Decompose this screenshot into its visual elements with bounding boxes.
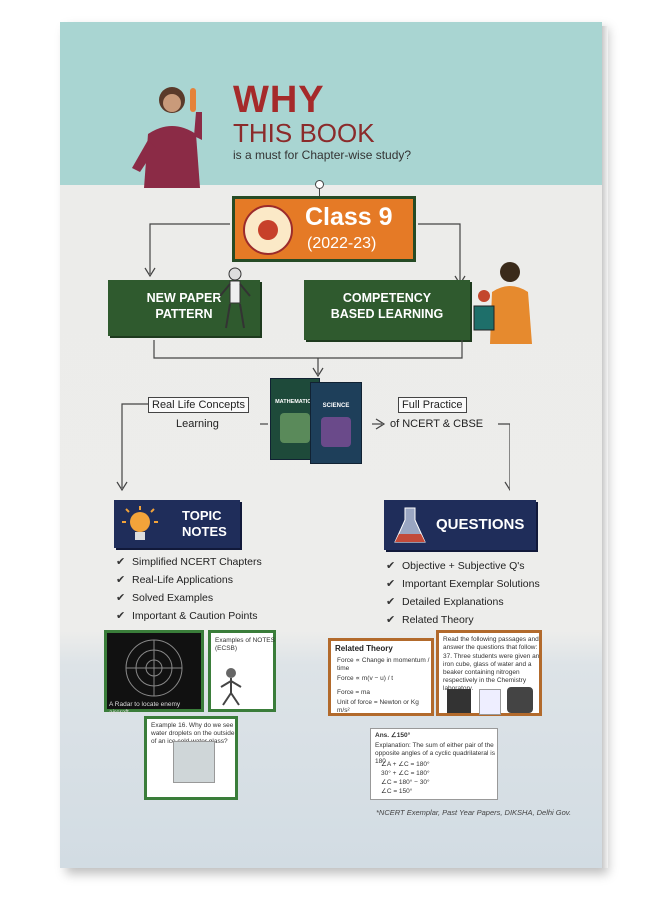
answer-title: Ans. ∠150° (375, 732, 411, 739)
answer-line5: ∠C = 150° (381, 788, 413, 795)
check-icon: ✔ (386, 614, 396, 626)
check-icon: ✔ (386, 560, 396, 572)
list-item-label: Related Theory (402, 614, 474, 626)
sample-notes-card: Examples of NOTES (ECSB) (208, 630, 276, 712)
list-item-label: Solved Examples (132, 592, 214, 604)
sample-radar-card: A Radar to locate enemy aircraft (104, 630, 204, 716)
label-ncert-cbse: of NCERT & CBSE (390, 418, 484, 430)
panel-competency-line1: COMPETENCY (342, 291, 432, 305)
theory-line1: Force ∝ Change in momentum / time (337, 657, 430, 672)
sample-theory-card: Related Theory Force ∝ Change in momentu… (328, 638, 434, 716)
panel-new-paper-line1: NEW PAPER (146, 291, 222, 305)
list-item-label: Simplified NCERT Chapters (132, 556, 262, 568)
topic-notes-line2: NOTES (182, 524, 227, 539)
sample-passage-card: Read the following passages and answer t… (436, 630, 542, 716)
connector (319, 185, 320, 197)
panel-competency-line2: BASED LEARNING (330, 307, 444, 321)
book-cover-art (280, 413, 310, 443)
answer-line1: Explanation: The sum of either pair of t… (375, 742, 495, 765)
list-item: ✔ Solved Examples (116, 589, 262, 607)
book-cover-science-title: SCIENCE (322, 403, 350, 409)
scientist-illustration (473, 262, 532, 344)
answer-line3: 30° + ∠C = 180° (381, 770, 430, 777)
skeleton-illustration (219, 267, 251, 329)
label-real-life: Real Life Concepts (148, 397, 249, 413)
topic-notes-list: ✔ Simplified NCERT Chapters ✔ Real-Life Ap… (116, 553, 262, 625)
list-item: ✔ Related Theory (386, 611, 540, 629)
notes-card-title: Examples of NOTES (ECSB) (215, 637, 275, 652)
figure-illustration (220, 668, 242, 706)
student-illustration (132, 87, 202, 188)
book-cover-science: SCIENCE (310, 382, 362, 464)
check-icon: ✔ (386, 596, 396, 608)
radar-image (125, 639, 183, 697)
flask-icon (394, 507, 426, 543)
questions-panel: QUESTIONS (384, 500, 536, 550)
list-item-label: Important & Caution Points (132, 610, 258, 622)
class-title: Class 9 (305, 203, 393, 231)
water-glass-image (479, 689, 501, 715)
sample-example-card: Example 16. Why do we see water droplets… (144, 716, 238, 800)
check-icon: ✔ (116, 556, 126, 568)
theory-title: Related Theory (335, 644, 393, 653)
panel-competency-learning: COMPETENCY BASED LEARNING (304, 280, 470, 340)
cbse-emblem-icon (243, 205, 293, 255)
topic-notes-line1: TOPIC (182, 508, 222, 523)
topic-notes-panel: TOPIC NOTES (114, 500, 240, 548)
list-item: ✔ Real-Life Applications (116, 571, 262, 589)
headline-subtitle: is a must for Chapter-wise study? (233, 148, 412, 162)
poster: WHY THIS BOOK is a must for Chapter-wise… (60, 22, 608, 868)
emblem-center (258, 220, 278, 240)
headline-this-book: THIS BOOK (233, 118, 375, 148)
branch-arrows (144, 223, 466, 286)
book-cover-maths-title: MATHEMATICS (275, 399, 315, 405)
label-full-practice: Full Practice (398, 397, 467, 413)
footnote: *NCERT Exemplar, Past Year Papers, DIKSH… (376, 808, 572, 817)
check-icon: ✔ (386, 578, 396, 590)
book-cover-art (321, 417, 351, 447)
lightbulb-icon (122, 506, 158, 540)
class-box: Class 9 (2022-23) (232, 196, 416, 262)
label-learning: Learning (176, 418, 219, 430)
radar-caption: A Radar to locate enemy aircraft (109, 701, 181, 716)
questions-title: QUESTIONS (436, 516, 525, 533)
iron-cube-image (447, 689, 471, 713)
list-item: ✔ Important Exemplar Solutions (386, 575, 540, 593)
merge-lines (153, 340, 463, 378)
flow-arrows (116, 403, 510, 492)
glass-image (173, 741, 215, 783)
list-item-label: Real-Life Applications (132, 574, 233, 586)
list-item-label: Detailed Explanations (402, 596, 504, 608)
list-item-label: Objective + Subjective Q's (402, 560, 525, 572)
passage-question: 37. Three students were given an iron cu… (443, 653, 540, 692)
theory-line2: Force ∝ m(v − u) / t (337, 675, 394, 682)
answer-line4: ∠C = 180° − 30° (381, 779, 430, 786)
check-icon: ✔ (116, 592, 126, 604)
connector-node (315, 180, 324, 189)
sample-answer-card: Ans. ∠150° Explanation: The sum of eithe… (370, 728, 498, 800)
list-item: ✔ Objective + Subjective Q's (386, 557, 540, 575)
check-icon: ✔ (116, 574, 126, 586)
questions-list: ✔ Objective + Subjective Q's ✔ Important E… (386, 557, 540, 629)
list-item: ✔ Important & Caution Points (116, 607, 262, 625)
list-item-label: Important Exemplar Solutions (402, 578, 540, 590)
class-year: (2022-23) (307, 235, 377, 252)
check-icon: ✔ (116, 610, 126, 622)
theory-line4: Unit of force = Newton or Kg m/s² (337, 699, 419, 714)
panel-new-paper-line2: PATTERN (155, 307, 213, 321)
list-item: ✔ Simplified NCERT Chapters (116, 553, 262, 571)
headline-why: WHY (233, 79, 325, 121)
passage-title: Read the following passages and answer t… (443, 636, 539, 651)
beaker-image (507, 687, 533, 713)
theory-line3: Force = ma (337, 689, 371, 696)
answer-line2: ∠A + ∠C = 180° (381, 761, 430, 768)
list-item: ✔ Detailed Explanations (386, 593, 540, 611)
